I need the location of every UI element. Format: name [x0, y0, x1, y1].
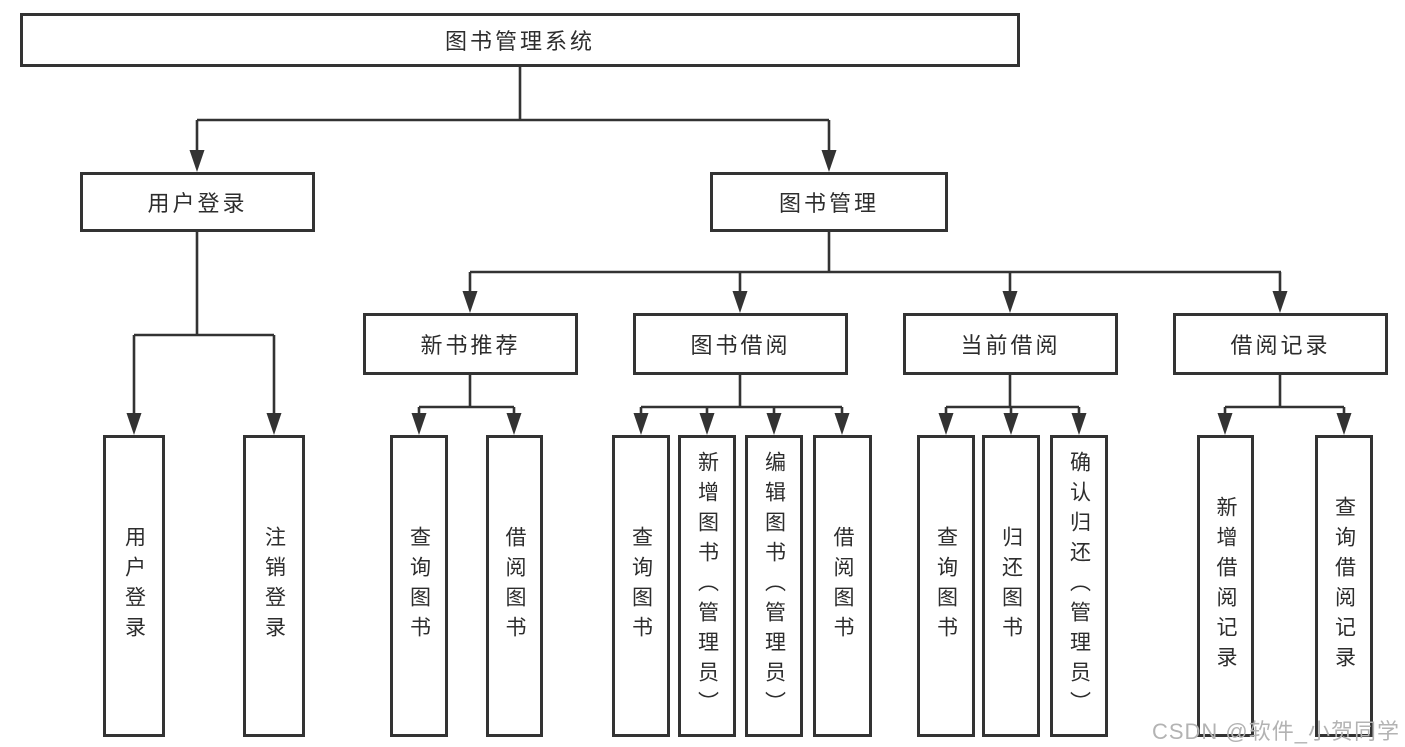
node-root-label: 图书管理系统 [444, 29, 595, 54]
leaf-add-borrow-record: 新增借阅记录 [1197, 435, 1254, 737]
leaf-add-books-admin-label: 新增图书（管理员） [695, 451, 719, 721]
leaf-logout-login-label: 注销登录 [262, 526, 286, 646]
node-user-login: 用户登录 [80, 172, 315, 232]
node-new-book-recommend: 新书推荐 [363, 313, 578, 375]
leaf-query-books-borrow-label: 查询图书 [629, 526, 653, 646]
watermark: CSDN @软件_小贺同学 [1151, 719, 1400, 744]
leaf-borrow-books-label: 借阅图书 [831, 526, 854, 646]
leaf-query-books-current-label: 查询图书 [934, 526, 958, 646]
leaf-add-books-admin: 新增图书（管理员） [678, 435, 736, 737]
leaf-query-borrow-record: 查询借阅记录 [1315, 435, 1373, 737]
leaf-query-books-current: 查询图书 [917, 435, 975, 737]
leaf-edit-books-admin: 编辑图书（管理员） [745, 435, 803, 737]
leaf-confirm-return-admin: 确认归还（管理员） [1050, 435, 1108, 737]
node-book-management: 图书管理 [710, 172, 948, 232]
leaf-borrow-books: 借阅图书 [813, 435, 872, 737]
node-borrow-records: 借阅记录 [1173, 313, 1388, 375]
node-book-borrow-label: 图书借阅 [690, 333, 791, 358]
leaf-return-books: 归还图书 [982, 435, 1040, 737]
leaf-confirm-return-admin-label: 确认归还（管理员） [1067, 451, 1091, 721]
node-current-borrow: 当前借阅 [903, 313, 1118, 375]
node-root: 图书管理系统 [20, 13, 1020, 67]
node-book-borrow: 图书借阅 [633, 313, 848, 375]
node-user-login-label: 用户登录 [147, 191, 248, 216]
leaf-query-books-borrow: 查询图书 [612, 435, 670, 737]
leaf-query-borrow-record-label: 查询借阅记录 [1332, 496, 1356, 676]
leaf-add-borrow-record-label: 新增借阅记录 [1214, 496, 1237, 676]
leaf-query-books-recommend-label: 查询图书 [407, 526, 431, 646]
leaf-borrow-books-recommend-label: 借阅图书 [503, 526, 526, 646]
leaf-borrow-books-recommend: 借阅图书 [486, 435, 543, 737]
node-borrow-records-label: 借阅记录 [1230, 333, 1331, 358]
leaf-edit-books-admin-label: 编辑图书（管理员） [762, 451, 786, 721]
node-book-management-label: 图书管理 [778, 191, 879, 216]
leaf-user-login: 用户登录 [103, 435, 165, 737]
leaf-user-login-label: 用户登录 [122, 526, 146, 646]
leaf-logout-login: 注销登录 [243, 435, 305, 737]
leaf-query-books-recommend: 查询图书 [390, 435, 448, 737]
node-new-book-recommend-label: 新书推荐 [420, 333, 521, 358]
node-current-borrow-label: 当前借阅 [960, 333, 1061, 358]
leaf-return-books-label: 归还图书 [999, 526, 1023, 646]
